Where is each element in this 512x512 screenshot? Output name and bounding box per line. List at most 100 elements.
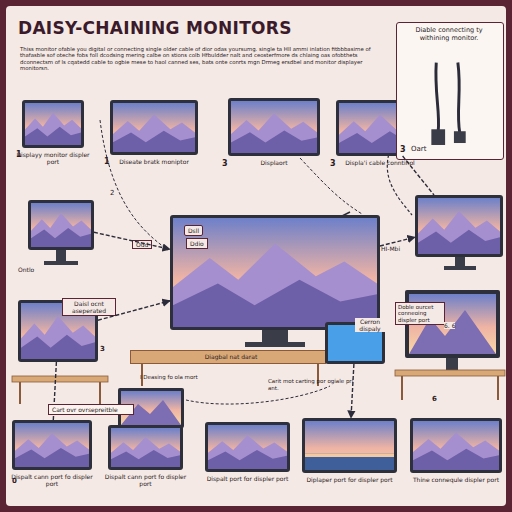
desk-leg: [99, 382, 101, 404]
monitor-stand: [446, 358, 458, 370]
note-text: Cart ovr ovrsepreitble: [48, 404, 134, 415]
node-caption: Dispalt cann port fo displer port: [6, 473, 98, 487]
node-caption: Displaort: [222, 159, 326, 166]
note-text: 3: [100, 346, 105, 353]
diagram-title: DAISY-CHAINING MONITORS: [18, 18, 292, 38]
note-text: Carit mot carting por ogiale pri ant.: [268, 378, 358, 392]
cable-connector: [380, 237, 415, 246]
mountains: [173, 280, 377, 327]
monitor-box: Diplaper port for displer port: [302, 418, 397, 473]
cable-illustration: [397, 23, 503, 159]
screen-scene: [15, 423, 89, 467]
monitor-box: Thine connequle displer port: [410, 418, 502, 473]
mountains: [413, 432, 499, 470]
desk-leg: [497, 376, 499, 400]
desk-top: [395, 370, 505, 376]
mountains: [111, 450, 180, 467]
screen-scene: [111, 428, 180, 467]
connector-plug: [454, 131, 466, 143]
mountains: [15, 433, 89, 467]
node-caption: Diseate bratk moniptor: [104, 158, 204, 165]
monitor-screen: [25, 103, 81, 145]
monitor-box: Diseate bratk moniptor: [110, 100, 198, 155]
desk-leg: [401, 376, 403, 400]
mountains: [21, 316, 95, 359]
screen-scene: [413, 421, 499, 470]
note-text: 3: [222, 160, 228, 167]
note-text: 3: [330, 160, 336, 167]
node-caption: HI-Mbi: [381, 245, 400, 252]
node-caption: Cerron dispaly: [355, 318, 385, 332]
note-text: 6. 6: [444, 322, 455, 329]
monitor-base: [245, 342, 305, 347]
screen-scene: [173, 218, 377, 327]
monitor-screen: [173, 218, 377, 327]
monitor-box: Dispalt port for displer port: [205, 422, 290, 472]
node-caption: Daisl ocnt aseperated: [62, 298, 116, 316]
node-caption: Diagbal nat darat: [201, 353, 261, 360]
connector-plug: [431, 129, 445, 145]
monitor-screen: [111, 428, 180, 467]
monitor-base: [444, 266, 476, 270]
monitor-screen: [231, 101, 317, 153]
node-caption: Dsll: [184, 225, 203, 236]
monitor-screen: [208, 425, 287, 469]
mountains: [208, 450, 287, 469]
monitor-screen: [113, 103, 195, 152]
node-caption: Dispalt cann port fo displer port: [102, 473, 189, 487]
monitor-box: HI-Mbi: [415, 195, 503, 257]
mountains: [231, 113, 317, 153]
node-caption: Thine connequle displer port: [404, 476, 508, 483]
desk-top: [12, 376, 108, 382]
node-text: Diable connecting ty withining monitor.: [401, 27, 497, 42]
desk-box: Diagbal nat darat: [130, 350, 326, 364]
monitor-box: Daisl ocnt aseperated: [18, 300, 98, 362]
mountains: [113, 114, 195, 152]
mountains: [231, 130, 317, 153]
note-text: Odd: [132, 240, 152, 249]
mountains: [31, 213, 91, 247]
screen-scene: [113, 103, 195, 152]
cable: [436, 63, 439, 132]
desk-leg: [19, 382, 21, 404]
monitor-screen: [305, 421, 394, 470]
monitor-box: Dsll: [170, 215, 380, 330]
monitor-box: Dispalt cann port fo displer port: [108, 425, 183, 470]
mountains: [25, 113, 81, 145]
node-caption: Displa'i cable conntinol: [330, 159, 430, 166]
mountains: [418, 230, 500, 254]
note-text: Thiss monitor ofable you digital or conn…: [20, 46, 390, 72]
note-text: 1: [16, 151, 22, 158]
cable-wire: [186, 386, 330, 404]
mountains: [15, 448, 89, 467]
monitor-stand: [262, 330, 288, 344]
node-caption: Diplaper port for displer port: [296, 476, 403, 483]
mountains: [113, 131, 195, 152]
cable-connector: [351, 364, 354, 418]
mountains: [25, 127, 81, 145]
monitor-box: Displaort: [228, 98, 320, 156]
mountains: [418, 211, 500, 254]
paper: [6, 6, 506, 506]
mountains: [208, 435, 287, 469]
monitor-box: Displayy monitor displer port: [22, 100, 84, 148]
monitor-box: Dispalt cann port fo displer port: [12, 420, 92, 470]
mountains: [21, 335, 95, 359]
note-text: Doble ourcet conneoing displer port: [395, 302, 445, 325]
monitor-box: Ontlo: [28, 200, 94, 250]
monitor-screen: [418, 198, 500, 254]
screen-scene: [31, 203, 91, 247]
node-caption: Displayy monitor displer port: [16, 151, 90, 165]
mountains: [173, 243, 377, 327]
monitor-base: [44, 261, 78, 265]
cable-connector: [94, 232, 170, 249]
monitor-box: Cerron dispaly: [325, 322, 385, 364]
mountains: [111, 437, 180, 467]
sun-reflection: [305, 454, 394, 457]
screen-scene: [231, 101, 317, 153]
cable: [458, 63, 460, 134]
node-caption: Ontlo: [18, 266, 34, 273]
note-text: 1: [104, 158, 110, 165]
